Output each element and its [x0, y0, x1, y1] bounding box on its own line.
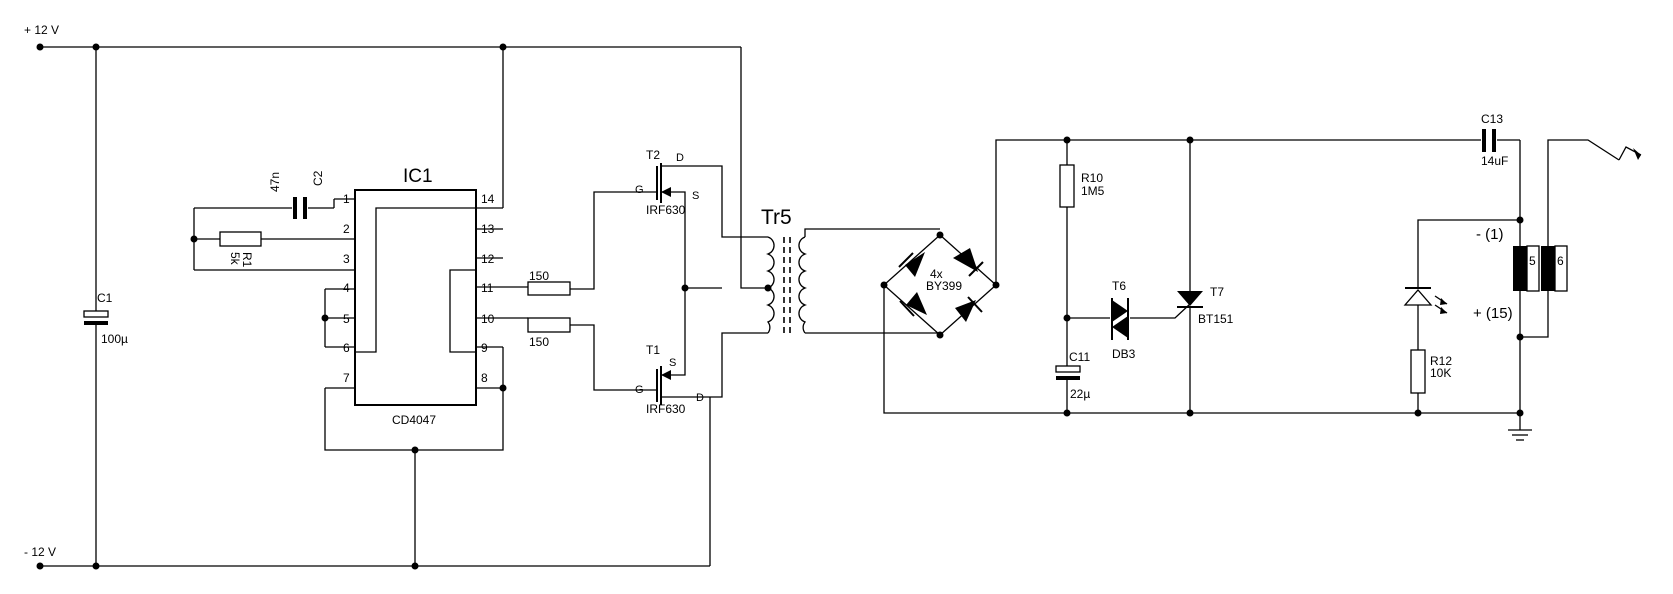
coil-minus-label: - (1) [1476, 226, 1504, 243]
bridge-count: 4x [930, 267, 943, 281]
r12-value: 10K [1430, 366, 1451, 380]
supply-rails [36, 43, 741, 570]
c1-value: 100µ [101, 332, 128, 346]
t1-gate-label: G [635, 384, 644, 396]
r1-value: 5k [228, 252, 242, 266]
c2-ref: C2 [311, 170, 325, 186]
tr5-ref: Tr5 [761, 206, 792, 229]
ic1-pin-8: 8 [481, 371, 488, 385]
ic1-pin-10: 10 [481, 312, 495, 326]
capacitor-c11 [1055, 365, 1081, 417]
t6-part: DB3 [1112, 347, 1136, 361]
c11-ref: C11 [1069, 350, 1090, 364]
t2-ref: T2 [646, 148, 660, 162]
t6-ref: T6 [1112, 279, 1126, 293]
mosfet-t2 [630, 163, 768, 288]
ic1-pin-numbers: 1 2 3 4 5 6 7 8 9 10 11 12 13 14 [343, 192, 495, 385]
t1-drain-label: D [696, 392, 704, 404]
gate-resistor-lower [527, 317, 630, 391]
r12-ref: R12 [1430, 354, 1452, 368]
c13-ref: C13 [1481, 112, 1503, 126]
ic1-pin-14: 14 [481, 192, 495, 206]
t2-part: IRF630 [646, 203, 686, 217]
ic1-cd4047 [194, 47, 528, 566]
ic1-pin-11: 11 [481, 281, 494, 295]
ic1-pin-2: 2 [343, 222, 350, 236]
capacitor-c2 [190, 197, 335, 270]
ic1-pin-7: 7 [343, 371, 350, 385]
ic1-pin-4: 4 [343, 281, 350, 295]
positive-rail-label: + 12 V [24, 23, 59, 37]
ic1-pin-1: 1 [343, 192, 350, 206]
r10-value: 1M5 [1081, 184, 1105, 198]
gate-resistor-upper [527, 191, 630, 296]
t1-source-label: S [669, 357, 676, 369]
ic1-pin-3: 3 [343, 252, 350, 266]
bridge-part: BY399 [926, 279, 962, 293]
c2-value: 47n [268, 172, 282, 192]
coil-pin-b: 6 [1557, 254, 1564, 268]
capacitor-c1 [83, 47, 109, 566]
source-common-node [681, 284, 722, 292]
ic1-pin-12: 12 [481, 252, 495, 266]
t7-ref: T7 [1210, 285, 1224, 299]
r10-ref: R10 [1081, 171, 1103, 185]
ic1-pin-9: 9 [481, 341, 488, 355]
r1-ref: R1 [240, 252, 254, 268]
gate-resistor-lower-value: 150 [529, 335, 549, 349]
spark-output [1547, 139, 1642, 220]
ic1-pin-13: 13 [481, 222, 495, 236]
bridge-rectifier [880, 139, 1190, 414]
transformer-tr5 [740, 47, 940, 334]
c11-value: 22µ [1070, 387, 1090, 401]
diac-t6 [1067, 298, 1191, 340]
t7-part: BT151 [1198, 312, 1234, 326]
coil-plus-label: + (15) [1473, 305, 1513, 322]
negative-rail-label: - 12 V [24, 545, 56, 559]
resistor-r10 [1059, 136, 1075, 366]
t2-source-label: S [692, 190, 699, 202]
thyristor-t7 [1177, 136, 1203, 417]
resistor-r1 [219, 231, 262, 247]
resistor-r12 [1410, 349, 1426, 417]
t1-ref: T1 [646, 343, 660, 357]
t1-part: IRF630 [646, 402, 686, 416]
t2-drain-label: D [676, 152, 684, 164]
ic1-part: CD4047 [392, 413, 436, 427]
gate-resistor-upper-value: 150 [529, 269, 549, 283]
c13-value: 14uF [1481, 154, 1508, 168]
ic1-ref: IC1 [403, 166, 433, 187]
c1-ref: C1 [97, 291, 113, 305]
ic1-pin-5: 5 [343, 312, 350, 326]
ignition-coil [1513, 216, 1568, 417]
ground-return [1190, 412, 1532, 441]
capacitor-c13 [1190, 129, 1521, 220]
t2-gate-label: G [635, 184, 644, 196]
coil-pin-a: 5 [1529, 254, 1536, 268]
ic1-pin-6: 6 [343, 341, 350, 355]
mosfet-t1 [630, 288, 768, 566]
indicator-led [1403, 219, 1520, 350]
